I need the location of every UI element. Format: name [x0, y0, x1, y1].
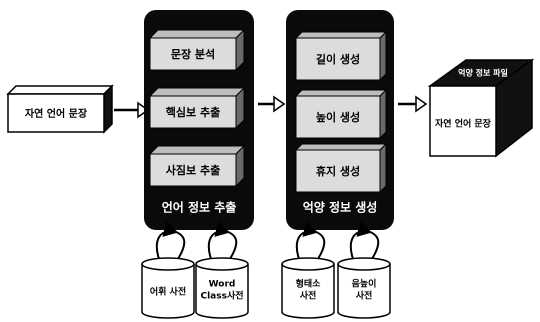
output-box-top-label: 억양 정보 파일: [458, 68, 508, 78]
step-box-sentence-analysis: 문장 분석: [150, 30, 244, 70]
step-sentence-analysis-label: 문장 분석: [171, 47, 215, 61]
db-pitch-line2: 사전: [356, 290, 373, 302]
db-cylinder-morpheme: 형태소 사전: [282, 258, 334, 318]
db-word-class-line1: Word: [209, 280, 236, 290]
step-pause-generation-label: 휴지 생성: [316, 164, 360, 178]
arrow-extraction-to-generation: [258, 97, 284, 111]
output-intonation-file-box: 억양 정보 파일 자연 언어 문장: [430, 60, 532, 156]
output-box-front-label: 자연 언어 문장: [435, 118, 492, 130]
language-info-extraction-panel: 문장 분석 핵심보 추출 사짐보 추출 언어 정보 추출: [144, 10, 254, 230]
step-detail-info-extraction-label: 사짐보 추출: [166, 163, 220, 177]
step-pitch-generation-label: 높이 생성: [316, 110, 360, 124]
input-box-label: 자연 언어 문장: [25, 107, 88, 120]
db-cylinder-vocabulary: 어휘 사전: [142, 258, 194, 318]
db-morpheme-line2: 사전: [300, 290, 317, 302]
db-vocabulary-line1: 어휘 사전: [150, 286, 186, 298]
extraction-panel-title: 언어 정보 추출: [162, 200, 237, 215]
db-pitch-line1: 음높이: [352, 278, 377, 290]
generation-panel-title: 억양 정보 생성: [303, 200, 378, 215]
arrow-input-to-extraction: [114, 103, 148, 117]
intonation-info-generation-panel: 길이 생성 높이 생성 휴지 생성 억양 정보 생성: [286, 10, 394, 230]
db-word-class-line2: Class사전: [200, 290, 243, 302]
step-box-pause-generation: 휴지 생성: [296, 144, 386, 192]
arrow-generation-to-output: [398, 97, 426, 111]
step-box-length-generation: 길이 생성: [296, 32, 386, 80]
step-box-detail-info-extraction: 사짐보 추출: [150, 146, 244, 186]
step-key-info-extraction-label: 핵심보 추출: [166, 105, 220, 119]
db-morpheme-line1: 형태소: [296, 278, 322, 290]
step-box-key-info-extraction: 핵심보 추출: [150, 88, 244, 128]
step-length-generation-label: 길이 생성: [316, 52, 360, 66]
input-text-box: 자연 언어 문장: [8, 86, 112, 132]
db-cylinder-pitch: 음높이 사전: [338, 258, 390, 318]
step-box-pitch-generation: 높이 생성: [296, 90, 386, 138]
db-arrows: [157, 231, 378, 262]
db-cylinder-word-class: Word Class사전: [196, 258, 248, 318]
